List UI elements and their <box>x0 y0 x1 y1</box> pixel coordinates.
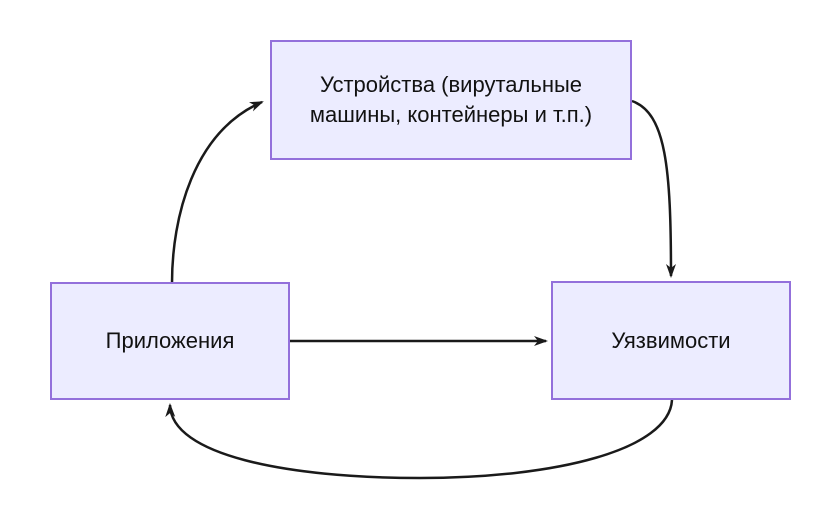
node-applications-label: Приложения <box>105 328 235 353</box>
node-devices-label: Устройства (вирутальные машины, контейне… <box>309 72 593 127</box>
node-applications: Приложения <box>50 282 290 400</box>
edge-devices-to-vulnerabilities <box>631 99 676 278</box>
edge-vulnerabilities-to-applications <box>165 399 674 480</box>
node-devices: Устройства (вирутальные машины, контейне… <box>270 40 632 160</box>
node-vulnerabilities: Уязвимости <box>551 281 791 400</box>
node-vulnerabilities-label: Уязвимости <box>611 327 731 353</box>
edge-applications-to-devices <box>170 100 264 284</box>
